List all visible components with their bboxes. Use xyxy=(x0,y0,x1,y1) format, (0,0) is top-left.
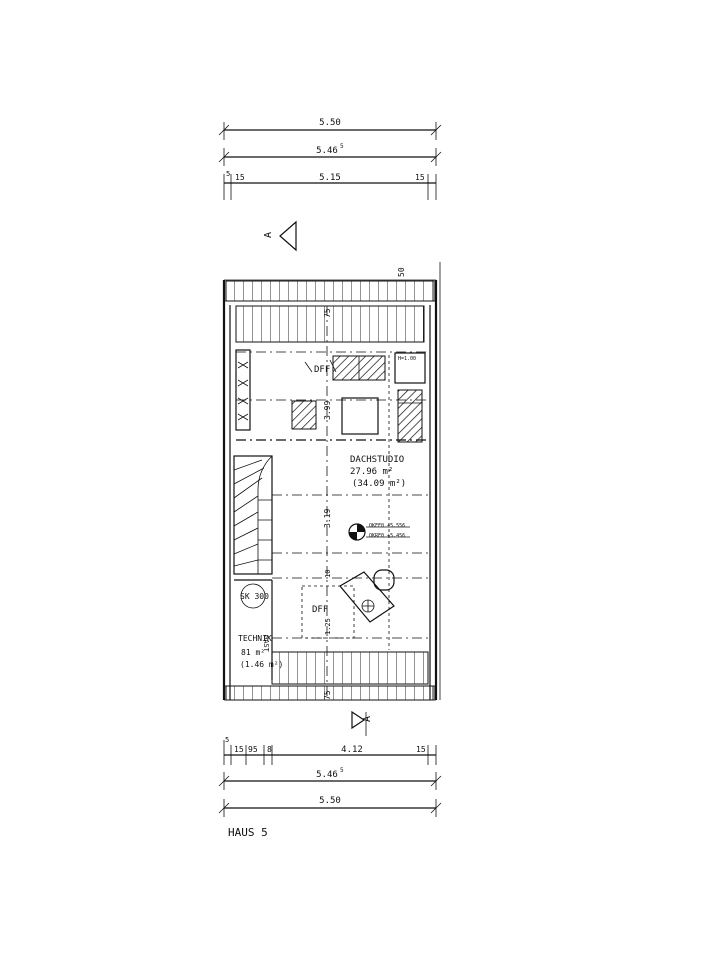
dim-top-left-wall: 15 xyxy=(235,173,245,182)
bottom-dimensions: 5 15 95 8 4.12 15 5.46 5 5.50 xyxy=(218,736,442,817)
dim-vertical-lower: 1.25 xyxy=(324,618,332,635)
dim-bottom-inner-sup: 5 xyxy=(340,767,344,774)
dim-vertical-room: 3.99 xyxy=(323,401,332,420)
roof-strip-top xyxy=(224,280,436,343)
window-h100 xyxy=(394,352,426,384)
dim-top-inner-sup: 5 xyxy=(340,143,344,150)
tech-room-area-alt: (1.46 m²) xyxy=(240,660,283,669)
tank-label: SK 300 xyxy=(240,592,269,601)
room-area-studio: 27.96 m² xyxy=(350,467,393,477)
section-mark-top: A xyxy=(263,220,297,252)
dim-bottom-total: 5.50 xyxy=(319,796,341,806)
dim-top-total: 5.50 xyxy=(319,118,341,128)
shelf-crosses xyxy=(237,361,249,421)
building-outline: 50 xyxy=(222,262,441,701)
roof-strip-bottom xyxy=(224,651,436,701)
dff-top-label: DFF xyxy=(314,365,330,375)
dim-top-left-edge: 5 xyxy=(226,170,230,178)
tech-room-name-b: TECHNIK xyxy=(238,634,272,643)
desk-chair xyxy=(339,569,395,623)
dim-vertical-mid: 3.19 xyxy=(323,509,332,528)
dim-bottom-middle: 4.12 xyxy=(341,745,363,755)
tech-room-name-a: GAST xyxy=(262,635,270,653)
window-height-label: H=1.00 xyxy=(398,356,416,362)
dff-bottom-label: DFF xyxy=(312,605,328,615)
dim-top-inner: 5.46 xyxy=(316,146,338,156)
top-dimensions: 5.50 5.46 5 5 15 5.15 15 xyxy=(218,118,442,200)
dim-top-right-wall: 15 xyxy=(415,173,425,182)
room-name-studio: DACHSTUDIO xyxy=(350,455,404,465)
dim-bottom-inner: 5.46 xyxy=(316,770,338,780)
roof-window-right xyxy=(397,389,423,443)
dim-bottom-left-edge: 5 xyxy=(225,736,229,744)
room-area-studio-alt: (34.09 m²) xyxy=(352,479,406,489)
dim-right-roof: 50 xyxy=(397,267,406,277)
section-mark-bottom: A xyxy=(351,710,373,736)
dim-vertical-top: 75 xyxy=(323,308,332,318)
dim-bottom-wall-a: 15 xyxy=(234,745,244,754)
dim-vertical-window: 10 xyxy=(324,570,332,578)
tech-room-area: 81 m² xyxy=(241,648,265,657)
section-mark-bottom-label: A xyxy=(362,716,373,722)
studio-interior: H=1.00 DFF 75 3.99 DACHSTUDIO 27.96 m² (… xyxy=(233,306,430,700)
level-okff-label: OKFF0 +5.556 xyxy=(369,523,405,529)
level-marker xyxy=(348,523,410,541)
plan-caption: HAUS 5 xyxy=(228,826,268,839)
tech-room xyxy=(234,579,273,680)
dim-bottom-wall-c: 8 xyxy=(267,745,272,754)
staircase xyxy=(233,455,273,575)
section-mark-top-label: A xyxy=(263,232,274,238)
chimney-square xyxy=(291,400,317,430)
dim-bottom-wall-b: 95 xyxy=(248,745,258,754)
dim-top-middle: 5.15 xyxy=(319,173,341,183)
dim-bottom-right-wall: 15 xyxy=(416,745,426,754)
level-okrf-label: OKRF0 +5.456 xyxy=(369,533,405,539)
dim-vertical-bottom: 75 xyxy=(323,690,332,700)
